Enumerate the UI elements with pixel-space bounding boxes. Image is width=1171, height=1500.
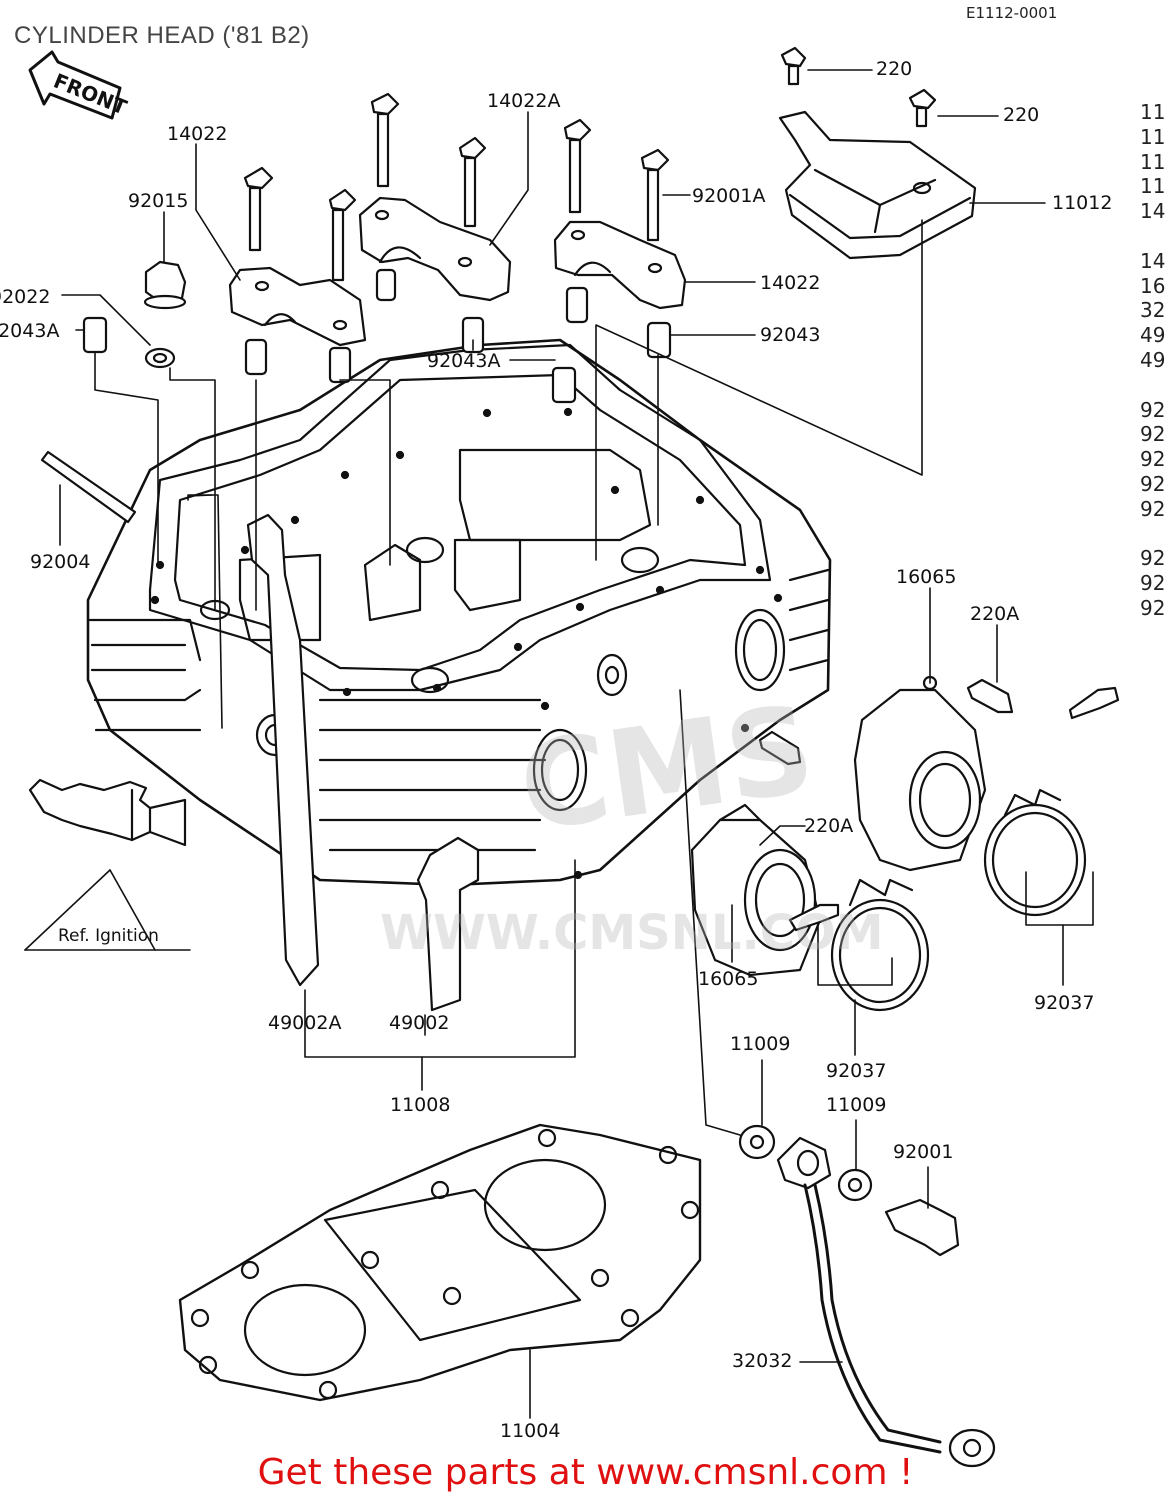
side-list-item: 11 [1140, 149, 1166, 174]
diagram-title: CYLINDER HEAD ('81 B2) [14, 22, 310, 49]
callout-49002[interactable]: 49002 [389, 1012, 450, 1034]
side-list-item [1140, 522, 1171, 547]
callout-92037-right[interactable]: 92037 [1034, 992, 1095, 1014]
callout-92043[interactable]: 92043 [760, 324, 821, 346]
camshaft-cap-center [358, 196, 512, 302]
stud-bolt [40, 450, 137, 524]
side-list-item: 92 [1140, 496, 1166, 521]
document-number: E1112-0001 [966, 4, 1058, 22]
banjo-fitting [738, 1124, 960, 1257]
side-list-item: 11 [1140, 124, 1166, 149]
front-arrow-icon [28, 50, 122, 120]
side-parts-list: 11 11 11 11 14 14 16 32 49 49 92 92 92 9… [1140, 100, 1171, 621]
callout-92043A-left[interactable]: 92043A [0, 320, 60, 342]
side-list-item: 14 [1140, 199, 1166, 224]
ref-ignition-note: Ref. Ignition [58, 926, 159, 946]
dowel-pins [82, 268, 672, 404]
footer-link[interactable]: Get these parts at www.cmsnl.com ! [257, 1452, 914, 1493]
callout-14022-left[interactable]: 14022 [167, 123, 228, 145]
side-list-item: 92 [1140, 571, 1166, 596]
side-list-item: 92 [1140, 546, 1166, 571]
callout-92015[interactable]: 92015 [128, 190, 189, 212]
callout-220A-right[interactable]: 220A [970, 603, 1020, 625]
side-list-item: 49 [1140, 347, 1166, 372]
callout-92043A-mid[interactable]: 92043A [427, 350, 501, 372]
callout-11004[interactable]: 11004 [500, 1420, 561, 1442]
side-list-item: 92 [1140, 471, 1166, 496]
valve-guides [246, 513, 480, 1012]
hose-clamp-left [830, 878, 930, 1012]
callout-11012[interactable]: 11012 [1052, 192, 1113, 214]
side-list-item [1140, 224, 1171, 249]
side-list-item: 11 [1140, 174, 1166, 199]
callout-92001A[interactable]: 92001A [692, 185, 766, 207]
callout-11009-left[interactable]: 11009 [730, 1033, 791, 1055]
callout-92037-mid[interactable]: 92037 [826, 1060, 887, 1082]
small-screws [758, 46, 1120, 932]
upper-cover-11012 [778, 110, 977, 260]
intake-manifold-right [853, 675, 987, 872]
hose-clamp-right [983, 788, 1087, 917]
side-list-item: 92 [1140, 397, 1166, 422]
spark-plug-icon [28, 778, 187, 847]
camshaft-cap-right [553, 220, 687, 310]
side-list-item: 16 [1140, 273, 1166, 298]
callout-11008[interactable]: 11008 [390, 1094, 451, 1116]
callout-92022[interactable]: 92022 [0, 286, 51, 308]
side-list-item [1140, 373, 1171, 398]
side-list-item: 14 [1140, 248, 1166, 273]
callout-11009-right[interactable]: 11009 [826, 1094, 887, 1116]
callout-16065-mid[interactable]: 16065 [698, 968, 759, 990]
side-list-item: 92 [1140, 595, 1166, 620]
callout-16065-right[interactable]: 16065 [896, 566, 957, 588]
side-list-item: 92 [1140, 447, 1166, 472]
cap-bolts [243, 92, 670, 282]
side-list-item: 32 [1140, 298, 1166, 323]
callout-92004[interactable]: 92004 [30, 551, 91, 573]
side-list-item: 49 [1140, 323, 1166, 348]
watermark-url: WWW.CMSNL.COM [380, 905, 884, 961]
leader-lines [24, 69, 1094, 1419]
acorn-nut-and-washer [143, 260, 187, 369]
head-gasket [178, 1123, 702, 1402]
callout-14022-right[interactable]: 14022 [760, 272, 821, 294]
side-list-item: 11 [1140, 100, 1166, 124]
callout-14022A[interactable]: 14022A [487, 90, 561, 112]
callout-220-top[interactable]: 220 [876, 58, 913, 80]
callout-220A-mid[interactable]: 220A [804, 815, 854, 837]
cylinder-head [86, 338, 832, 887]
side-list-item: 92 [1140, 422, 1166, 447]
oil-pipe [803, 1183, 996, 1468]
callout-32032[interactable]: 32032 [732, 1350, 793, 1372]
callout-92001[interactable]: 92001 [893, 1141, 954, 1163]
callout-220-second[interactable]: 220 [1003, 104, 1040, 126]
callout-49002A[interactable]: 49002A [268, 1012, 342, 1034]
camshaft-cap-left [228, 266, 367, 347]
intake-manifold-left [690, 803, 822, 977]
